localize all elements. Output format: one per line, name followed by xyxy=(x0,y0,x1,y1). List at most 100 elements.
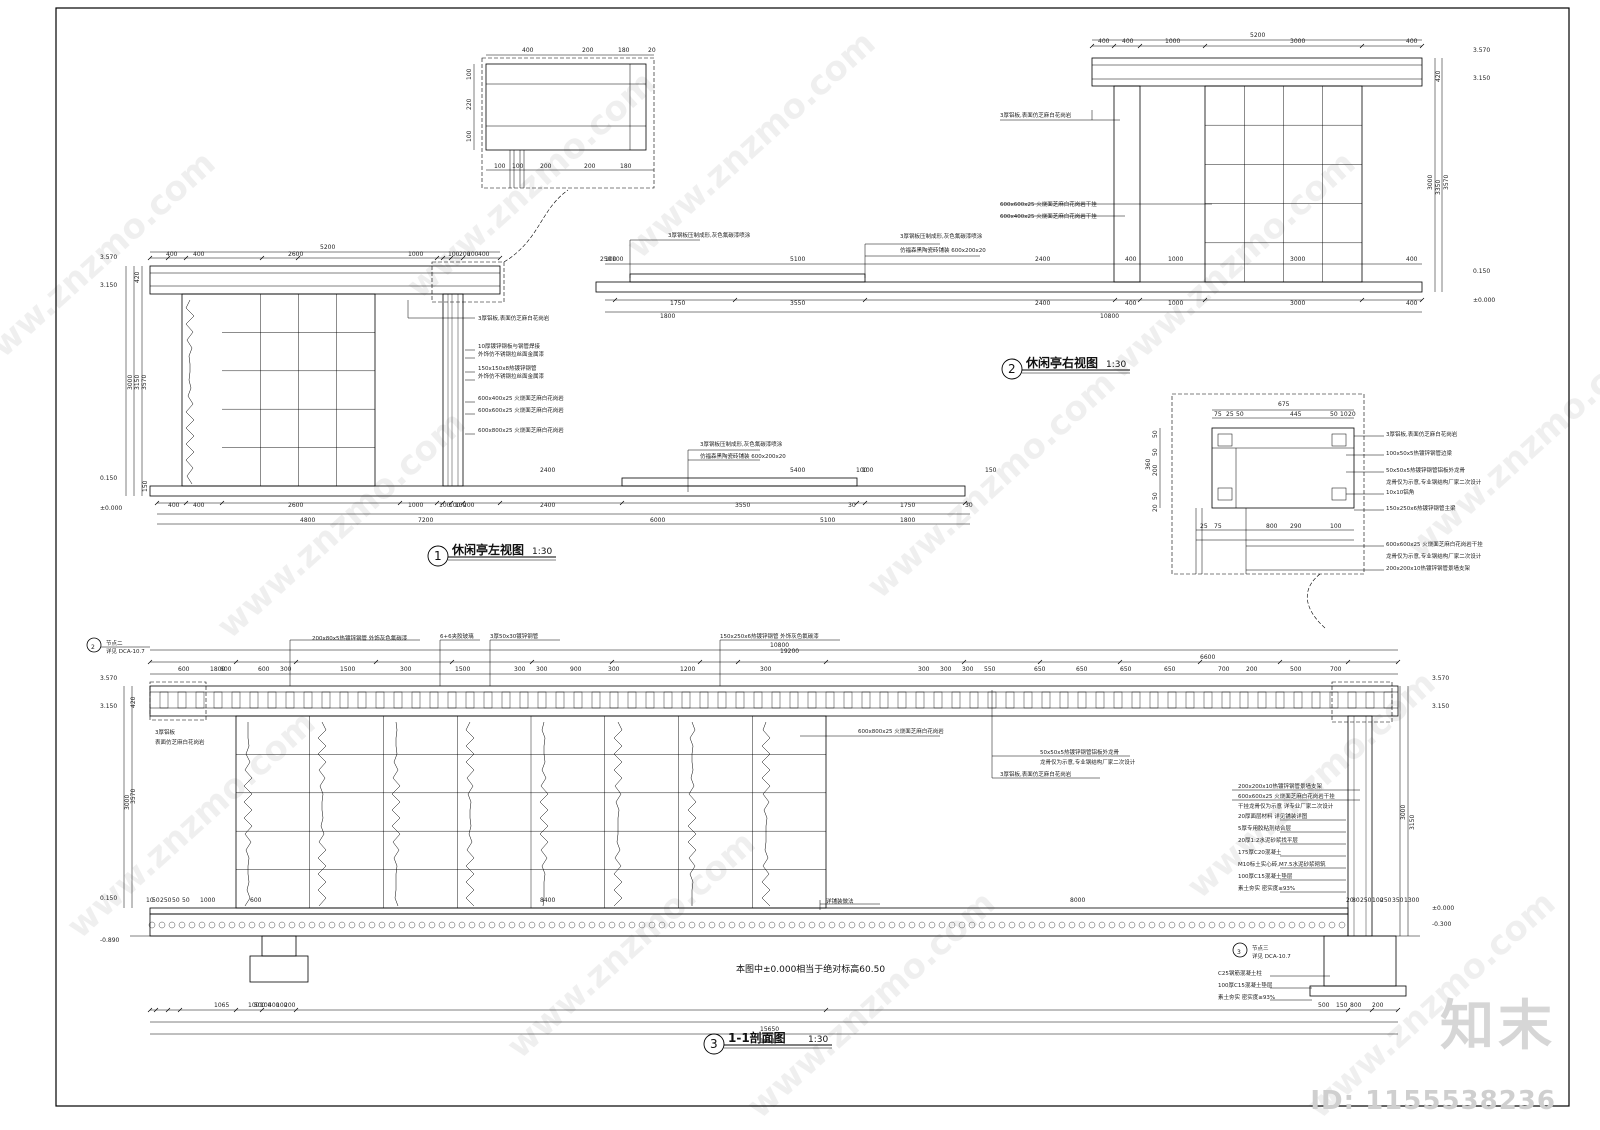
dimension-label: 400 xyxy=(1406,38,1418,45)
dimension-label: 290 xyxy=(1290,523,1302,530)
dimension-label: 8000 xyxy=(1070,897,1085,904)
dimension-label: 2600 xyxy=(288,502,303,509)
dimension-label: 150 xyxy=(985,467,997,474)
section-footing-right xyxy=(1323,935,1397,987)
section-annotation: 50x50x5热镀锌钢管铝板外龙骨 xyxy=(1040,748,1120,756)
dimension-label: 100 xyxy=(494,163,506,170)
section-annotation: 干挂龙骨仅为示意 详专业厂家二次设计 xyxy=(1238,802,1334,810)
view-number: 1 xyxy=(434,549,442,563)
section-annotation: 素土夯实 密实度≥93% xyxy=(1238,884,1295,892)
section-1-1 xyxy=(123,639,1420,1035)
dimension-label: 420 xyxy=(130,696,137,708)
dimension-label: 50 xyxy=(1330,411,1338,418)
level-label: 3.150 xyxy=(100,703,117,710)
level-label: 3.150 xyxy=(1432,703,1449,710)
section-annotation: 表面仿芝麻白花岗岩 xyxy=(155,738,205,746)
dimension-label: 50 xyxy=(182,897,190,904)
dimension-label: 3000 xyxy=(127,375,134,390)
view2-annotation: 3厚钢板压制成形,灰色氟碳漆喷涂 xyxy=(900,232,983,240)
detail-callout-text: 节点二 xyxy=(106,639,123,647)
dimension-label: 100 xyxy=(248,1002,260,1009)
detail-callout-number: 2 xyxy=(91,644,95,651)
view1-annotation: 3厚铝板,表面仿芝麻白花岗岩 xyxy=(478,314,550,322)
view-scale: 1:30 xyxy=(1106,360,1126,370)
section-annotation: 600x600x25 火烧面芝麻白花岗岩干挂 xyxy=(1238,792,1335,800)
dimension-label: 100 xyxy=(439,502,451,509)
section-annotation: C25钢筋混凝土柱 xyxy=(1218,969,1262,977)
dimension-label: 50 xyxy=(1152,430,1159,438)
view-number-circle xyxy=(427,545,449,567)
site-watermark: www.znzmo.com xyxy=(0,143,223,386)
dimension-label: 8400 xyxy=(540,897,555,904)
section-annotation: 200x200x10热镀锌钢管景墙支架 xyxy=(1238,782,1323,790)
view2-base-slab xyxy=(595,281,1423,293)
dimension-label: 300 xyxy=(962,666,974,673)
view-number-circle xyxy=(703,1033,725,1055)
dimension-label: 3000 xyxy=(1290,38,1305,45)
dimension-label: 7200 xyxy=(418,517,433,524)
detail-right-annotation: 100x50x5热镀锌钢管边梁 xyxy=(1386,449,1453,457)
dimension-label: 3570 xyxy=(141,375,148,390)
view1-step xyxy=(621,477,858,487)
dimension-label: 400 xyxy=(193,251,205,258)
dimension-label: 100 xyxy=(466,68,473,80)
detail-top-beam-section xyxy=(473,54,655,189)
detail-callout-text: 详见 DCA-10.7 xyxy=(1252,952,1291,960)
view1-stone-wall xyxy=(181,293,376,487)
detail-top-frame xyxy=(481,57,655,189)
dimension-label: 1000 xyxy=(408,502,423,509)
view1-annotation: 10厚镀锌钢板与钢管焊接 xyxy=(478,342,540,350)
dimension-label: 250 xyxy=(1360,897,1372,904)
dimension-label: 100 xyxy=(512,163,524,170)
view2-annotation: 3厚铝板,表面仿芝麻白花岗岩 xyxy=(1000,111,1072,119)
section-annotation: 详铺装做法 xyxy=(826,897,854,905)
section-footing-right-pad xyxy=(1309,985,1407,997)
detail-top-beam xyxy=(485,63,647,151)
dimension-label: 100 xyxy=(605,256,617,263)
dimension-label: 30 xyxy=(848,502,856,509)
dimension-label: 50 xyxy=(1236,411,1244,418)
dimension-label: 150 xyxy=(142,480,149,492)
dimension-label: 300 xyxy=(760,666,772,673)
dimension-label: 800 xyxy=(1350,1002,1362,1009)
view2-annotation: 600x600x25 火烧面芝麻白花岗岩干挂 xyxy=(1000,200,1097,208)
view2-left-pier xyxy=(1113,85,1141,283)
dimension-label: 675 xyxy=(1278,401,1290,408)
brand-watermark: 知末 xyxy=(1440,994,1556,1057)
detail-right-annotation: 龙骨仅为示意,专业钢结构厂家二次设计 xyxy=(1386,552,1482,560)
dimension-label: 1065 xyxy=(214,1002,229,1009)
dimension-label: 1200 xyxy=(680,666,695,673)
dimension-label: 100 xyxy=(862,467,874,474)
section-annotation: 600x800x25 火烧面芝麻白花岗岩 xyxy=(858,727,944,735)
dimension-label: 2400 xyxy=(1035,256,1050,263)
dimension-label: 650 xyxy=(1120,666,1132,673)
dimension-label: 4800 xyxy=(300,517,315,524)
dimension-label: 75 xyxy=(1214,523,1222,530)
dimension-label: 5100 xyxy=(790,256,805,263)
dimension-label: 250 xyxy=(600,256,612,263)
section-annotation: 20厚1:2水泥砂浆找平层 xyxy=(1238,836,1298,844)
dimension-label: 400 xyxy=(1406,300,1418,307)
dimension-label: 20 xyxy=(1348,411,1356,418)
dimension-label: 100 xyxy=(467,251,479,258)
detail-right-annotation: 600x600x25 火烧面芝麻白花岗岩干挂 xyxy=(1386,540,1483,548)
dimension-label: 3150 xyxy=(1409,815,1416,830)
dimension-label: 800 xyxy=(1266,523,1278,530)
section-annotation: 100厚C15混凝土垫层 xyxy=(1238,872,1293,880)
dimension-label: 200 xyxy=(540,163,552,170)
site-watermark: www.znzmo.com xyxy=(619,23,883,266)
dimension-label: 3570 xyxy=(1443,175,1450,190)
dimension-label: 1800 xyxy=(900,517,915,524)
dimension-label: 100 xyxy=(1372,897,1384,904)
dimension-label: 50 xyxy=(152,897,160,904)
section-annotation: 150x250x6热镀锌钢管 外饰灰色氟碳漆 xyxy=(720,632,819,640)
view2-step xyxy=(629,273,866,283)
dimension-label: 445 xyxy=(1290,411,1302,418)
section-roof-band xyxy=(149,685,1399,717)
view1-annotation: 仿福森黑陶瓷砖铺装 600x200x20 xyxy=(700,452,786,460)
level-label: -0.890 xyxy=(100,937,120,944)
dimension-label: 150 xyxy=(1336,1002,1348,1009)
view2-annotation: 仿福森黑陶瓷砖铺装 600x200x20 xyxy=(900,246,986,254)
dimension-label: 5200 xyxy=(1250,32,1265,39)
